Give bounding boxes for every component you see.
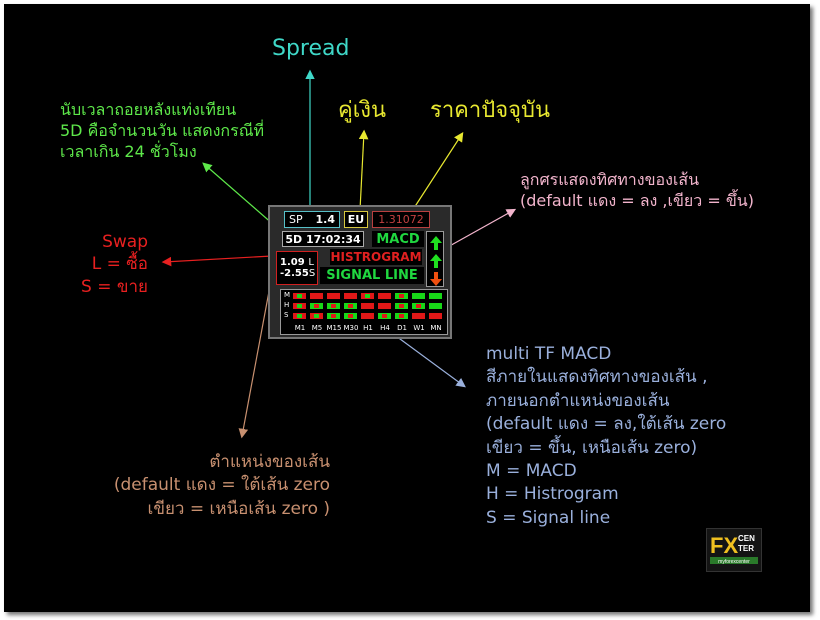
tf-cell: [310, 293, 323, 299]
histogram-label: HISTROGRAM: [330, 249, 422, 265]
multi-tf-line: สีภายในแสดงทิศทางของเส้น ,: [486, 367, 708, 388]
tf-cell: [361, 293, 374, 299]
multi-tf-line: M = MACD: [486, 460, 577, 481]
timeframe-label: M30: [343, 324, 359, 332]
tf-cell: [412, 293, 425, 299]
swap-short-row: -2.55 S: [280, 268, 316, 279]
timeframe-label: W1: [413, 324, 425, 332]
spread-key: SP: [289, 213, 303, 226]
macd-label: MACD: [372, 231, 424, 247]
line-position-label: ตำแหน่งของเส้น (default แดง = ใต้เส้น ze…: [90, 452, 330, 519]
timeframe-label: MN: [430, 324, 442, 332]
countdown-box: 5D 17:02:34: [282, 231, 364, 247]
arrow-up-icon: [430, 235, 442, 250]
tf-cell: [293, 293, 306, 299]
tf-cell: [429, 303, 442, 309]
swap-box: 1.09 L -2.55 S: [276, 251, 318, 285]
timeframe-label: H1: [363, 324, 373, 332]
svg-text:CEN: CEN: [738, 534, 755, 543]
line-position-line: (default แดง = ใต้เส้น zero: [113, 475, 330, 496]
direction-arrows: [426, 231, 444, 287]
tf-cell: [395, 293, 408, 299]
multi-tf-line: (default แดง = ลง,ใต้เส้น zero: [486, 414, 727, 435]
swap-line: L = ซื้อ: [91, 254, 148, 275]
arrow-direction-label: ลูกศรแสดงทิศทางของเส้น (default แดง = ลง…: [520, 170, 754, 210]
arrow-direction-line: ลูกศรแสดงทิศทางของเส้น: [520, 170, 700, 189]
price-box: 1.31072: [372, 211, 430, 228]
tf-cell: [293, 313, 306, 319]
swap-short-key: S: [308, 268, 316, 279]
tf-cell: [344, 313, 357, 319]
tf-cell: [412, 313, 425, 319]
fxcenter-logo: FX CEN TER myforexcenter: [706, 528, 762, 572]
arrow-up-icon: [430, 253, 442, 268]
tf-cell: [344, 303, 357, 309]
tf-cell: [361, 303, 374, 309]
swap-line: Swap: [102, 232, 148, 252]
timeframe-label: M5: [311, 324, 323, 332]
timeframe-label: M15: [326, 324, 342, 332]
tf-cell: [361, 313, 374, 319]
current-price-label: ราคาปัจจุบัน: [430, 98, 550, 123]
multi-tf-line: multi TF MACD: [486, 344, 612, 364]
svg-text:FX: FX: [710, 533, 738, 558]
svg-text:myforexcenter: myforexcenter: [718, 559, 750, 565]
spread-label: Spread: [272, 36, 350, 61]
pair-box: EU: [344, 211, 368, 228]
tf-cell: [293, 303, 306, 309]
swap-label: Swap L = ซื้อ S = ขาย: [60, 232, 148, 297]
multi-tf-line: ภายนอกตำแหน่งของเส้น: [486, 390, 670, 411]
tf-cell: [412, 303, 425, 309]
candle-time-line: นับเวลาถอยหลังแท่งเทียน: [60, 100, 237, 119]
row-label: M: [284, 291, 291, 299]
swap-long-key: L: [308, 257, 314, 268]
tf-cell: [378, 313, 391, 319]
spread-box: SP 1.4: [284, 211, 340, 228]
spread-value: 1.4: [315, 213, 336, 226]
tf-cell: [395, 303, 408, 309]
tf-cell: [378, 303, 391, 309]
line-position-line: ตำแหน่งของเส้น: [209, 452, 330, 472]
logo-mark-icon: FX CEN TER myforexcenter: [710, 533, 758, 565]
tf-cell: [310, 303, 323, 309]
tf-cell: [310, 313, 323, 319]
tf-cell: [327, 293, 340, 299]
row-label: S: [284, 311, 289, 319]
arrow-down-icon: [430, 271, 442, 286]
tf-cell: [327, 303, 340, 309]
tf-cell: [327, 313, 340, 319]
currency-pair-label: คู่เงิน: [338, 98, 387, 123]
signal-line-label: SIGNAL LINE: [320, 267, 424, 284]
tf-cell: [344, 293, 357, 299]
tf-cell: [429, 313, 442, 319]
multi-tf-line: S = Signal line: [486, 507, 611, 528]
candle-time-label: นับเวลาถอยหลังแท่งเทียน 5D คือจำนวนวัน แ…: [60, 100, 264, 162]
swap-short-value: -2.55: [280, 268, 309, 279]
swap-line: S = ขาย: [81, 276, 148, 297]
tf-cell: [395, 313, 408, 319]
row-label: H: [284, 301, 290, 309]
multi-tf-line: เขียว = ขึ้น, เหนือเส้น zero): [486, 437, 698, 458]
tf-cell: [378, 293, 391, 299]
line-position-line: เขียว = เหนือเส้น zero ): [147, 498, 330, 519]
indicator-panel: SP 1.4 EU 1.31072 5D 17:02:34 MACD 1.09 …: [268, 205, 452, 339]
multi-tf-label: multi TF MACD สีภายในแสดงทิศทางของเส้น ,…: [486, 344, 726, 528]
multi-tf-line: H = Histrogram: [486, 484, 619, 505]
swap-long-value: 1.09: [280, 257, 305, 268]
candle-time-line: เวลาเกิน 24 ชั่วโมง: [60, 142, 197, 162]
svg-text:TER: TER: [738, 544, 754, 553]
timeframe-label: H4: [380, 324, 390, 332]
arrow-direction-line: (default แดง = ลง ,เขียว = ขึ้น): [520, 191, 754, 211]
swap-long-row: 1.09 L: [280, 257, 314, 268]
candle-time-line: 5D คือจำนวนวัน แสดงกรณีที่: [60, 121, 265, 141]
timeframe-label: D1: [397, 324, 407, 332]
tf-cell: [429, 293, 442, 299]
timeframe-label: M1: [294, 324, 306, 332]
